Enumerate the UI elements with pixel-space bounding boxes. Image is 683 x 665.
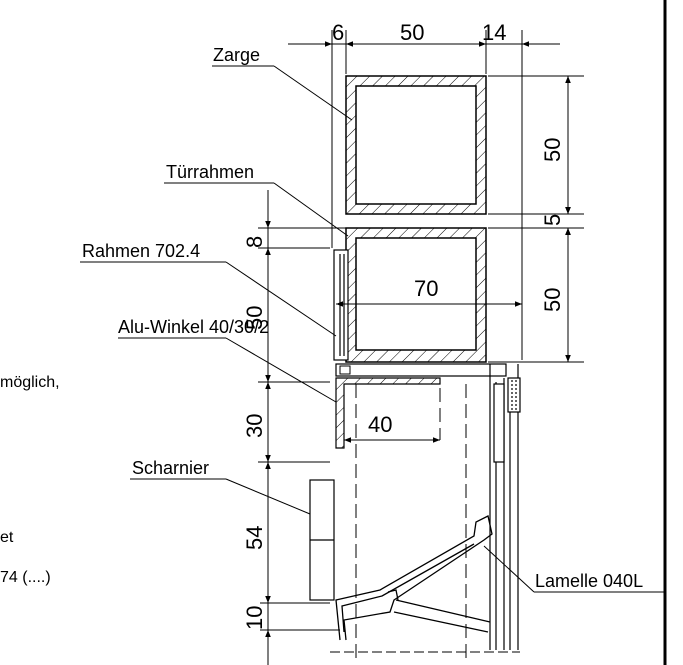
dim-left-50: 50 xyxy=(242,306,267,330)
side-rails xyxy=(489,364,521,650)
dim-top-50: 50 xyxy=(400,20,424,45)
bottom-lines xyxy=(260,602,520,653)
zarge-profile xyxy=(345,75,487,215)
fragment-ref: 74 (....) xyxy=(0,569,51,586)
label-tuerrahmen: Türrahmen xyxy=(166,162,254,182)
fragment-moglich: möglich, xyxy=(0,374,60,391)
dim-left-54: 54 xyxy=(242,526,267,550)
dim-left-10: 10 xyxy=(242,606,267,630)
scharnier-part xyxy=(309,479,335,601)
dim-right-50-lower: 50 xyxy=(540,288,565,312)
dim-top-14: 14 xyxy=(482,20,506,45)
dim-inner-70: 70 xyxy=(414,276,438,301)
lamelle-profile xyxy=(335,515,493,641)
left-dimensions xyxy=(258,190,346,665)
label-scharnier: Scharnier xyxy=(132,458,209,478)
label-alu-winkel: Alu-Winkel 40/30/2 xyxy=(118,317,269,337)
alu-winkel-profile xyxy=(335,363,507,449)
rahmen-profile xyxy=(333,249,349,361)
dim-right-50-upper: 50 xyxy=(540,138,565,162)
dim-right-5: 5 xyxy=(540,214,565,226)
dim-left-8: 8 xyxy=(242,236,267,248)
fragment-et: et xyxy=(0,529,14,546)
leader-lines xyxy=(80,65,664,593)
inner-dimensions xyxy=(336,301,522,443)
label-zarge: Zarge xyxy=(213,45,260,65)
dim-inner-40: 40 xyxy=(368,412,392,437)
dim-left-30: 30 xyxy=(242,414,267,438)
right-dimensions xyxy=(488,75,584,363)
dim-top-6: 6 xyxy=(332,20,344,45)
label-lamelle: Lamelle 040L xyxy=(535,571,643,591)
hidden-lines xyxy=(355,384,467,660)
label-rahmen: Rahmen 702.4 xyxy=(82,241,200,261)
top-dimensions xyxy=(288,30,560,360)
